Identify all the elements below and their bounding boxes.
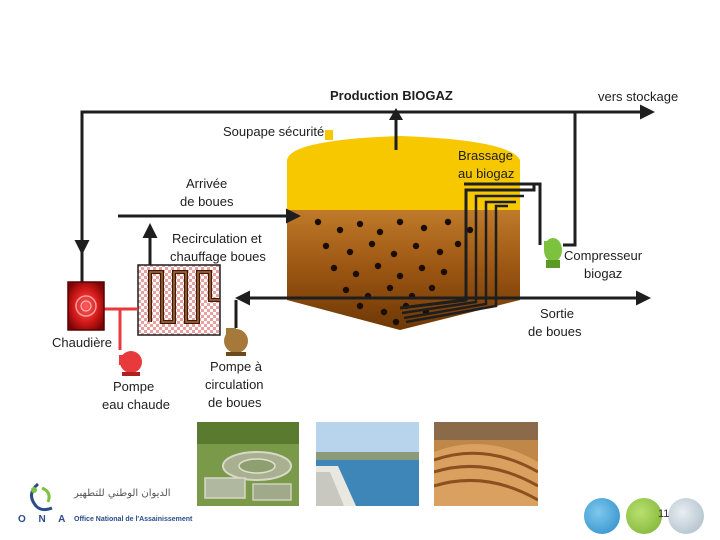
label-eau-chaude: eau chaude [102,397,170,412]
ona-emblem [30,482,53,512]
sludge-particle [418,264,426,272]
label-chauffage: chauffage boues [170,249,266,264]
logo-letters: O N A [18,514,71,525]
label-arrivee: Arrivée [186,176,227,191]
sludge-circulation-pump [224,328,248,356]
decor-circle-grey [668,498,704,534]
label-de-boues-pump: de boues [208,395,262,410]
sludge-particle [336,226,344,234]
biogas-dome [287,136,520,212]
decor-circle-blue [584,498,620,534]
label-soupape: Soupape sécurité [223,124,324,139]
label-pompe: Pompe [113,379,154,394]
sludge-particles [314,218,474,326]
mixing-lance-1 [399,184,536,310]
label-sortie: Sortie [540,306,574,321]
label-de-boues-out: de boues [528,324,582,339]
mixing-lance-2 [401,194,524,315]
ona-logo: الديوان الوطني للتطهير O N A Office Nati… [14,480,214,530]
sludge-particle [420,224,428,232]
mixing-lance-3 [403,200,516,320]
page-number: 11 [658,508,670,520]
sludge-particle [386,284,394,292]
digester-diagram: Production BIOGAZ vers stockage Soupape … [52,88,678,412]
label-de-boues-in: de boues [180,194,234,209]
sludge-particle [346,248,354,256]
label-compresseur: Compresseur [564,248,643,263]
hot-water-pump [119,351,142,376]
photo-basin [316,422,419,506]
sludge-particle [376,228,384,236]
sludge-particle [352,270,360,278]
sludge-particle [342,286,350,294]
sludge-particle [330,264,338,272]
label-recirculation: Recirculation et [172,231,262,246]
sludge-particle [396,272,404,280]
biogas-pipes [74,104,655,324]
sludge-particle [356,302,364,310]
sludge-particle [428,284,436,292]
decor-circle-green [626,498,662,534]
label-circulation: circulation [205,377,264,392]
sludge-particle [440,268,448,276]
sludge-particle [392,318,400,326]
pump-icon [119,351,142,376]
compressor-loop [563,112,577,247]
logo-french-text: Office National de l'Assainissement [74,516,193,523]
photo-treatment-plant [197,422,299,506]
sludge-particle [314,218,322,226]
label-pompe-a: Pompe à [210,359,263,374]
compressor-return [464,182,542,245]
mixing-lance-4 [405,204,508,324]
label-chaudiere: Chaudière [52,335,112,350]
logo-arabic-text: الديوان الوطني للتطهير [74,488,171,499]
sludge-particle [380,308,388,316]
sludge-particle [368,240,376,248]
sludge-particle [444,218,452,226]
safety-valve [325,130,333,140]
biogas-riser-arrowhead [389,108,403,120]
sludge-particle [374,262,382,270]
label-biogaz: biogaz [584,266,622,281]
boiler-icon [67,281,105,331]
sludge-particle [466,226,474,234]
sludge-particle [396,218,404,226]
sludge-particle [390,250,398,258]
label-production-biogaz: Production BIOGAZ [330,88,453,103]
label-au-biogaz: au biogaz [458,166,514,181]
pump-icon [224,328,248,356]
sludge-particle [412,242,420,250]
compressor-icon [544,238,562,268]
heat-exchanger-icon [137,264,221,336]
sludge-particle [322,242,330,250]
sludge-particle [436,248,444,256]
hot-water-circuit [104,307,138,350]
label-brassage: Brassage [458,148,513,163]
label-vers-stockage: vers stockage [598,89,678,104]
photo-sludge-beds [434,422,538,506]
sludge-particle [356,220,364,228]
sludge-particle [454,240,462,248]
